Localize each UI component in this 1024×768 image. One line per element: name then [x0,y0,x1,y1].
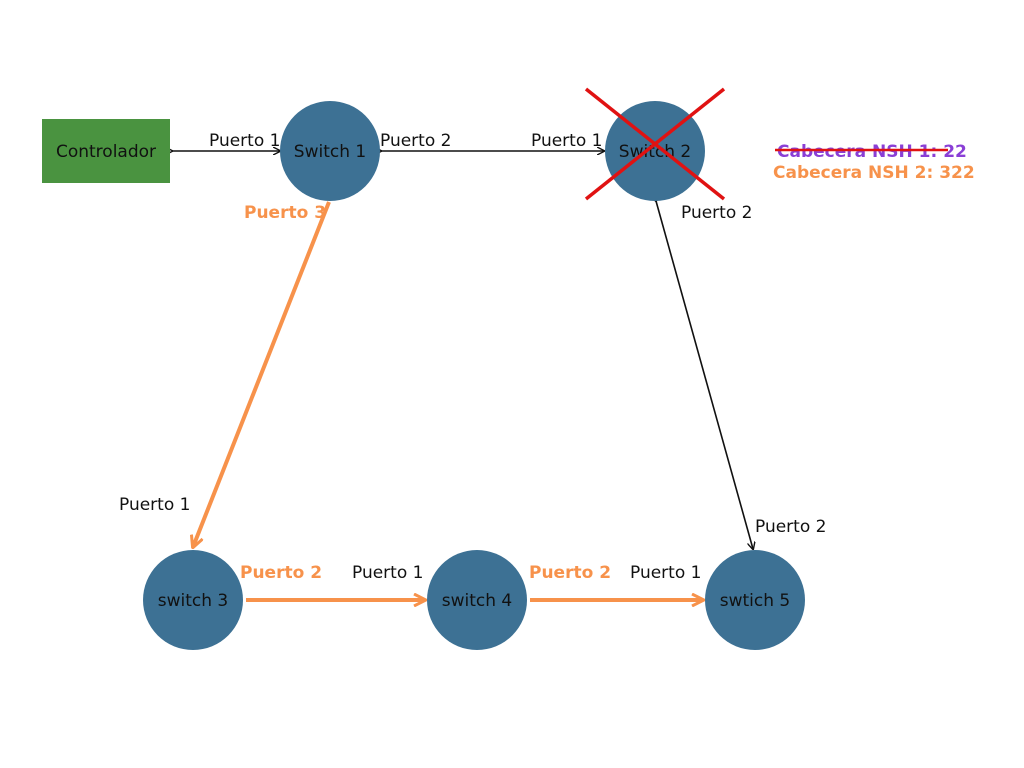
switch4-label: switch 4 [442,591,513,611]
failed-switch-cross-icon [584,87,726,201]
port-label-s1-s2-at-s1: Puerto 2 [380,131,451,151]
old-nsh-header: Cabecera NSH 1: 22 [777,142,967,162]
port-label-s3-s4-at-s3: Puerto 2 [240,563,322,583]
port-label-s2-s5-at-s5: Puerto 2 [755,517,826,537]
switch5-label: swtich 5 [720,591,791,611]
controller-label: Controlador [56,142,156,162]
switch4-node[interactable] [427,550,527,650]
port-label-s1-s3-at-s3: Puerto 1 [119,495,190,515]
link-switch1-switch3 [193,201,331,547]
controller-node[interactable] [42,119,170,183]
port-label-s3-s4-at-s4: Puerto 1 [352,563,423,583]
port-label-s2-s5-at-s2: Puerto 2 [681,203,752,223]
switch3-label: switch 3 [158,591,229,611]
port-label-ctrl-s1: Puerto 1 [209,131,280,151]
port-label-s1-s2-at-s2: Puerto 1 [531,131,602,151]
switch1-label: Switch 1 [294,142,366,162]
port-label-s4-s5-at-s5: Puerto 1 [630,563,701,583]
port-label-s4-s5-at-s4: Puerto 2 [529,563,611,583]
port-label-s1-s3-at-s1: Puerto 3 [244,203,326,223]
link-switch2-switch5 [656,201,753,549]
switch5-node[interactable] [705,550,805,650]
switch3-node[interactable] [143,550,243,650]
switch1-node[interactable] [280,101,380,201]
new-nsh-header: Cabecera NSH 2: 322 [773,163,975,183]
